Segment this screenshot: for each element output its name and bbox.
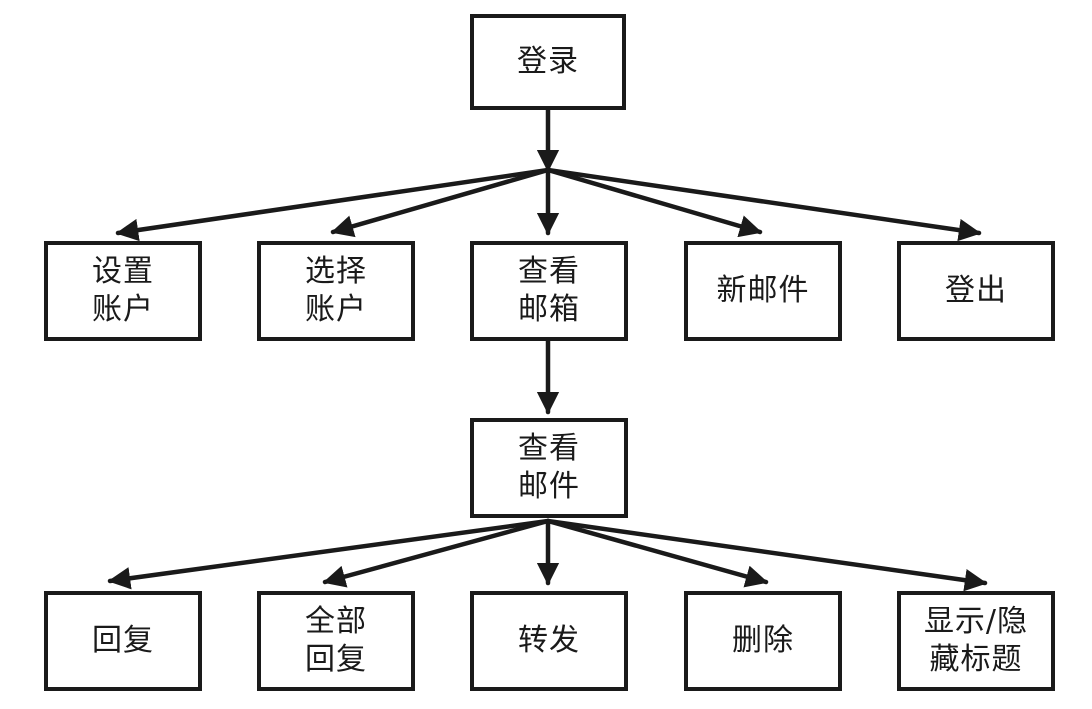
node-label: 回复 (92, 623, 154, 658)
node-settings: 设置 账户 (44, 241, 202, 341)
node-label: 新邮件 (716, 273, 810, 308)
node-delete: 删除 (684, 591, 842, 691)
node-reply: 回复 (44, 591, 202, 691)
node-label: 登录 (517, 44, 579, 79)
node-toggle-header: 显示/隐 藏标题 (897, 591, 1055, 691)
node-login: 登录 (470, 14, 626, 110)
connector-login-to-new_mail (545, 167, 763, 238)
node-label: 选择 账户 (305, 254, 367, 327)
connector-login-to-logout (545, 167, 982, 242)
node-forward: 转发 (470, 591, 628, 691)
node-label: 登出 (945, 273, 1007, 308)
node-label: 设置 账户 (92, 254, 154, 327)
connector-view_mail-to-reply_all (322, 518, 551, 588)
node-label: 显示/隐 藏标题 (923, 604, 1029, 677)
connector-view_mail-to-reply (107, 518, 551, 590)
connector-view_mail-to-toggle_header (545, 518, 988, 592)
node-view-mail: 查看 邮件 (470, 418, 628, 518)
node-label: 查看 邮件 (518, 431, 580, 504)
connector-view_mail-to-delete (545, 518, 769, 588)
node-label: 查看 邮箱 (518, 254, 580, 327)
connector-login-to-select_account (330, 167, 551, 238)
node-label: 删除 (732, 623, 794, 658)
node-reply-all: 全部 回复 (257, 591, 415, 691)
node-new-mail: 新邮件 (684, 241, 842, 341)
node-view-mailbox: 查看 邮箱 (470, 241, 628, 341)
connector-login-to-settings (115, 167, 551, 242)
node-label: 转发 (518, 623, 580, 658)
node-label: 全部 回复 (305, 604, 367, 677)
node-logout: 登出 (897, 241, 1055, 341)
node-select-account: 选择 账户 (257, 241, 415, 341)
